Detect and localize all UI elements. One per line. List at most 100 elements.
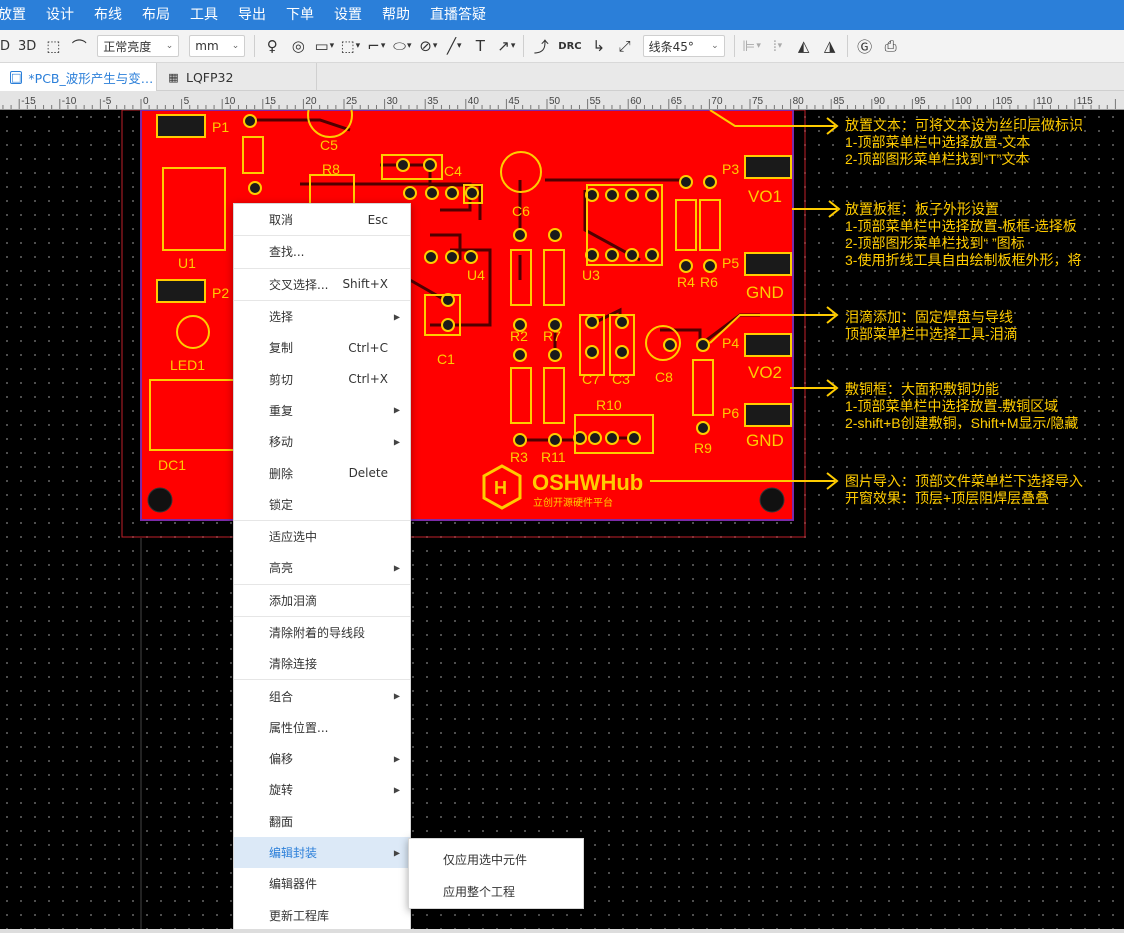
- submenu-arrow-icon: ▶: [393, 437, 400, 447]
- context-menu-item[interactable]: 查找...: [234, 236, 410, 267]
- via-icon[interactable]: ◎: [291, 37, 305, 55]
- logo-subtitle: 立创开源硬件平台: [533, 496, 613, 509]
- context-menu-item[interactable]: 旋转▶: [234, 774, 410, 805]
- diff-pair-icon[interactable]: ⤢: [618, 37, 631, 55]
- tab-bar: □*PCB_波形产生与变… ▦LQFP32: [0, 63, 1124, 91]
- menu-item[interactable]: 布线: [94, 7, 122, 23]
- context-menu-item[interactable]: 适应选中: [234, 521, 410, 552]
- board-outline: [121, 110, 806, 538]
- context-menu-label: 组合: [269, 689, 294, 704]
- line-icon[interactable]: ╱: [441, 33, 467, 59]
- view-2d-button[interactable]: D: [0, 38, 11, 54]
- silk-label: R4: [677, 274, 695, 290]
- context-menu-item[interactable]: 高亮▶: [234, 552, 410, 583]
- pin-icon[interactable]: ♀: [266, 37, 278, 55]
- no-icon[interactable]: ⊘: [415, 33, 441, 59]
- ruler-label: 20: [305, 96, 317, 107]
- align-icon[interactable]: ⊫: [739, 33, 765, 59]
- view-3d-button[interactable]: 3D: [18, 38, 37, 54]
- context-menu-item[interactable]: 编辑封装▶: [234, 836, 410, 869]
- menu-item[interactable]: 设计: [46, 7, 74, 23]
- silk-label: R10: [596, 397, 622, 413]
- toolbar: D 3D ⬚ ⌒ 正常亮度⌄ mm⌄ ♀ ◎ ▭ ⬚ ⌐ ⬭ ⊘ ╱ T ↗ ⤴…: [0, 30, 1124, 63]
- rect-select-icon[interactable]: ▭: [311, 33, 337, 59]
- ruler-label: 115: [1077, 96, 1093, 107]
- menu-item[interactable]: 放置: [0, 7, 26, 23]
- silk-label: U3: [582, 267, 600, 283]
- context-menu-item[interactable]: 重复▶: [234, 395, 410, 426]
- edit-footprint-submenu: 仅应用选中元件 应用整个工程: [408, 838, 584, 909]
- annotation-line: 放置文本：可将文本设为丝印层做标识: [845, 117, 1083, 133]
- dashed-rect-icon[interactable]: ⬚: [337, 33, 363, 59]
- context-menu-item[interactable]: 组合▶: [234, 680, 410, 711]
- zoom-select-icon[interactable]: ⬚: [46, 37, 61, 55]
- ruler-label: 90: [874, 96, 886, 107]
- context-menu-item[interactable]: 移动 ▶: [234, 426, 410, 457]
- menu-item[interactable]: 下单: [286, 7, 314, 23]
- canvas-icon[interactable]: Ⓖ: [857, 37, 873, 56]
- trace-icon[interactable]: ↳: [592, 37, 605, 55]
- context-menu-item[interactable]: 清除附着的导线段: [234, 617, 410, 648]
- menu-item[interactable]: 工具: [190, 7, 218, 23]
- silk-label: LED1: [170, 357, 205, 373]
- context-menu-item[interactable]: 交叉选择...Shift+X: [234, 269, 410, 300]
- menu-item[interactable]: 帮助: [382, 7, 410, 23]
- apply-whole-project[interactable]: 应用整个工程: [443, 884, 516, 899]
- menu-item[interactable]: 直播答疑: [430, 7, 486, 23]
- silk-label: U1: [178, 255, 196, 271]
- context-menu-item[interactable]: 选择▶: [234, 301, 410, 332]
- context-menu-item[interactable]: 清除连接: [234, 648, 410, 679]
- context-menu-item[interactable]: 添加泪滴: [234, 585, 410, 616]
- context-menu-label: 锁定: [269, 497, 294, 512]
- menu-item[interactable]: 布局: [142, 7, 170, 23]
- brightness-select[interactable]: 正常亮度⌄: [97, 35, 180, 57]
- menu-item[interactable]: 设置: [334, 7, 362, 23]
- context-menu-item[interactable]: 属性位置...: [234, 712, 410, 743]
- mounting-hole: [759, 487, 785, 513]
- submenu-arrow-icon: ▶: [393, 563, 400, 573]
- horizontal-scrollbar[interactable]: [0, 929, 1124, 933]
- drc-button[interactable]: DRC: [558, 40, 582, 52]
- tab-pcb[interactable]: □*PCB_波形产生与变…: [0, 63, 157, 91]
- text-icon[interactable]: T: [475, 37, 485, 55]
- context-menu-label: 移动: [269, 435, 294, 450]
- annotation-line: 敷铜框：大面积敷铜功能: [845, 381, 999, 397]
- apply-selected-only[interactable]: 仅应用选中元件: [443, 852, 528, 867]
- context-menu-item[interactable]: 翻面: [234, 806, 410, 837]
- route-icon[interactable]: ⤴: [533, 37, 549, 56]
- mirror-h-icon[interactable]: ◭: [797, 37, 810, 55]
- context-menu-shortcut: Delete: [348, 466, 388, 481]
- silk-label: R3: [510, 449, 528, 465]
- context-menu-label: 适应选中: [269, 530, 318, 545]
- dimension-icon[interactable]: ↗: [493, 33, 519, 59]
- silk-label: GND: [746, 283, 784, 302]
- line-mode-select[interactable]: 线条45°⌄: [642, 35, 725, 57]
- silk-label: DC1: [158, 457, 186, 473]
- mirror-v-icon[interactable]: ◮: [823, 37, 836, 55]
- context-menu-item[interactable]: 锁定: [234, 489, 410, 520]
- context-menu-label: 查找...: [269, 245, 305, 260]
- context-menu-label: 取消: [269, 213, 294, 228]
- tab-lqfp32[interactable]: ▦LQFP32: [157, 63, 317, 91]
- ruler-label: 100: [955, 96, 972, 107]
- context-menu-shortcut: Ctrl+X: [348, 372, 388, 387]
- ruler-label: 60: [630, 96, 642, 107]
- brightness-icon[interactable]: ⌒: [71, 37, 87, 56]
- export-icon[interactable]: ⎙: [884, 37, 897, 55]
- menu-item[interactable]: 导出: [238, 7, 266, 23]
- context-menu-item[interactable]: 编辑器件: [234, 868, 410, 899]
- ellipse-icon[interactable]: ⬭: [389, 33, 415, 59]
- silk-label: C8: [655, 369, 673, 385]
- unit-select[interactable]: mm⌄: [189, 35, 246, 57]
- context-menu-item[interactable]: 偏移▶: [234, 743, 410, 774]
- silk-label: P1: [212, 119, 229, 135]
- context-menu-label: 重复: [269, 403, 294, 418]
- polyline-icon[interactable]: ⌐: [363, 33, 389, 59]
- context-menu-item[interactable]: 更新工程库: [234, 900, 410, 931]
- distribute-icon[interactable]: ⦙: [765, 33, 791, 59]
